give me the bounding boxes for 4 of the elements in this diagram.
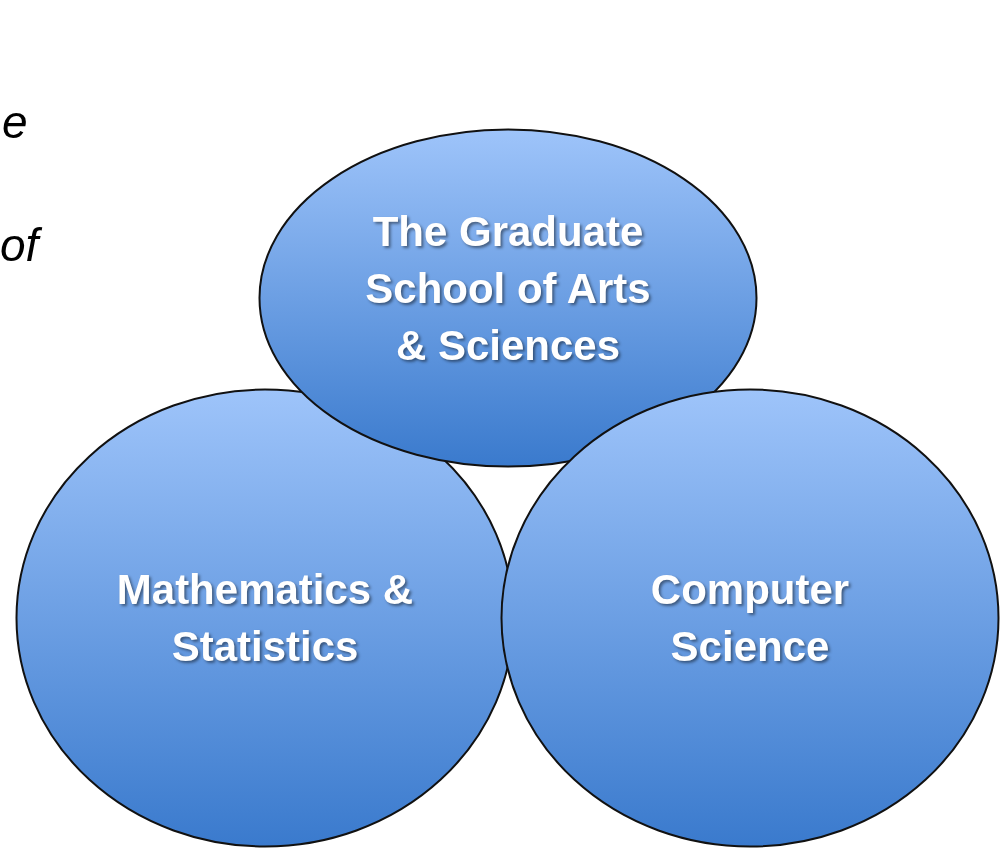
circle-label: Mathematics & Statistics xyxy=(115,565,415,672)
text-fragment: e xyxy=(2,95,28,149)
circle-label: The Graduate School of Arts & Sciences xyxy=(364,206,652,371)
circle-label: Computer Science xyxy=(649,565,851,672)
